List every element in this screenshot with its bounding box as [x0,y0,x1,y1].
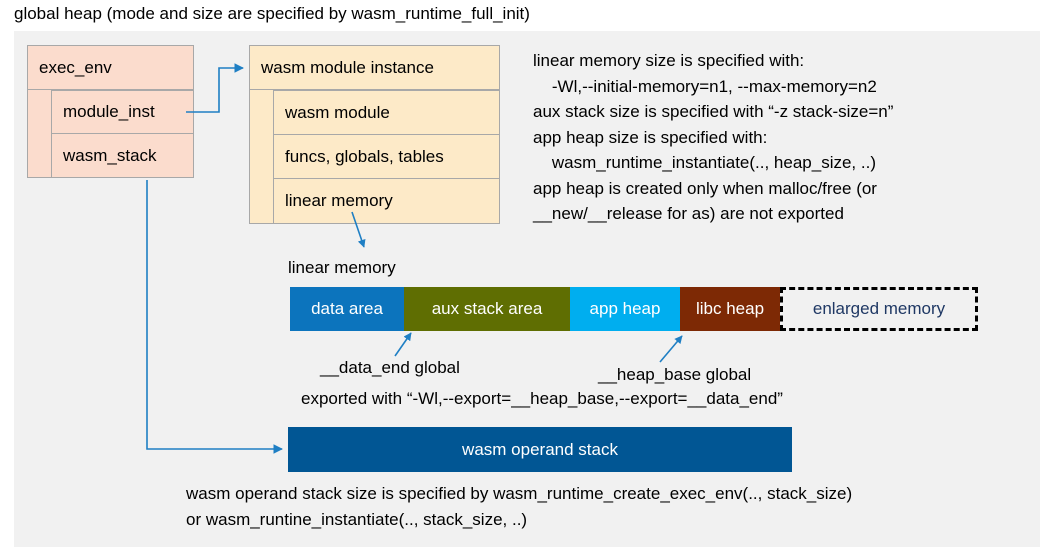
annotation-data-end: __data_end global [320,358,460,377]
wasm-stack-label: wasm_stack [63,145,157,165]
linear-memory-row-label: linear memory [285,191,393,210]
exec-env-title: exec_env [27,45,194,90]
memory-segment-app-heap-label: app heap [589,299,661,318]
wasm-operand-stack-label: wasm operand stack [462,439,618,459]
funcs-globals-tables-label: funcs, globals, tables [285,146,444,166]
exec-env-title-label: exec_env [39,57,112,77]
memory-segment-enlarged-memory-label: enlarged memory [812,299,946,318]
page-title: global heap (mode and size are specified… [14,4,530,23]
memory-segment-enlarged-memory: enlarged memory [780,287,978,331]
wmi-row-funcs-globals-tables: funcs, globals, tables [273,134,500,179]
bottom-note-text: wasm operand stack size is specified by … [186,484,853,529]
memory-segment-data-area: data area [290,287,404,331]
wasm-module-label: wasm module [285,102,390,122]
exec-env-row-module-inst: module_inst [51,90,194,134]
memory-segment-libc-heap-label: libc heap [695,299,765,318]
memory-segment-aux-stack-area-label: aux stack area [431,299,543,318]
exec-env-gutter [27,90,52,178]
exec-env-row-wasm-stack: wasm_stack [51,133,194,178]
memory-segment-data-area-label: data area [311,299,383,318]
wasm-module-instance-title: wasm module instance [249,45,500,90]
wmi-row-linear-memory: linear memory [273,178,500,224]
linear-memory-caption: linear memory [288,258,396,277]
memory-segment-libc-heap: libc heap [680,287,780,331]
annotation-heap-base: __heap_base global [598,365,752,384]
wasm-module-instance-title-label: wasm module instance [261,57,434,77]
annotation-exported-with: exported with “-Wl,--export=__heap_base,… [301,389,783,408]
wmi-row-wasm-module: wasm module [273,90,500,135]
module-inst-label: module_inst [63,102,155,121]
linear-memory-bar: data area aux stack area app heap libc h… [290,287,978,331]
wasm-operand-stack-box: wasm operand stack [288,427,792,472]
description-text: linear memory size is specified with: -W… [533,51,894,223]
memory-segment-app-heap: app heap [570,287,680,331]
wasm-module-instance-gutter [249,90,274,224]
memory-segment-aux-stack-area: aux stack area [404,287,570,331]
